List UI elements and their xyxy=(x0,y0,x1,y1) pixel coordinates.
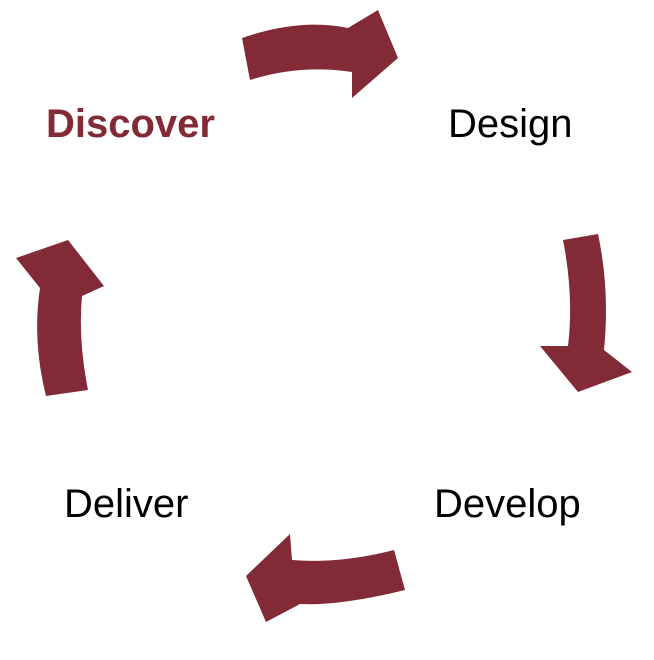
arrow-design-to-develop-icon xyxy=(540,234,632,392)
stage-label-design: Design xyxy=(448,102,573,146)
stage-label-discover: Discover xyxy=(46,102,215,146)
stage-label-deliver: Deliver xyxy=(64,482,189,526)
stage-label-develop: Develop xyxy=(434,482,581,526)
arrow-develop-to-deliver-icon xyxy=(246,534,405,622)
arrow-deliver-to-discover-icon xyxy=(16,240,104,396)
arrow-discover-to-design-icon xyxy=(242,10,398,98)
